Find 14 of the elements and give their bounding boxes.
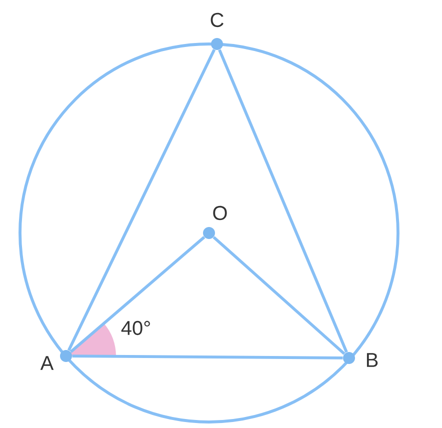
point-label: A	[40, 356, 54, 370]
point	[211, 38, 223, 50]
point	[343, 352, 355, 364]
line-segment	[218, 49, 348, 353]
point	[203, 227, 215, 239]
point	[60, 350, 72, 362]
line-segment	[70, 236, 206, 354]
angle-label: 40°	[121, 320, 150, 336]
point-label: O	[213, 206, 227, 220]
line-segment	[67, 49, 216, 351]
line-segment	[212, 236, 346, 355]
point-label: B	[366, 353, 378, 367]
point-label: C	[210, 12, 224, 28]
line-segment	[72, 354, 343, 360]
